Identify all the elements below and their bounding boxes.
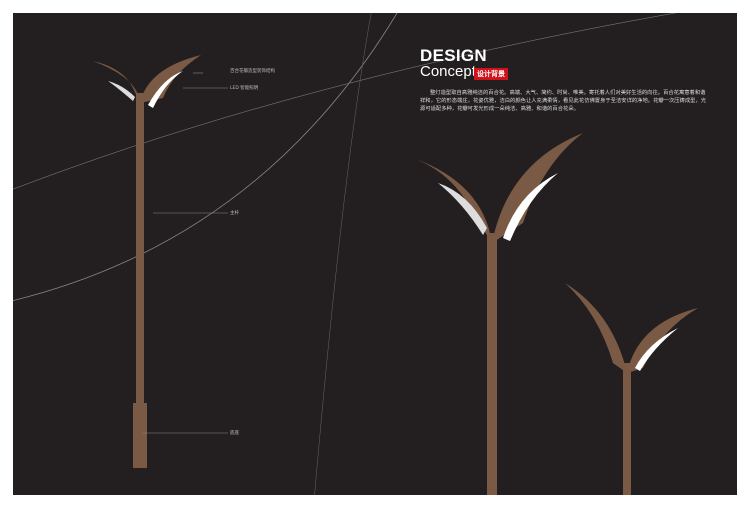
illustration [13,13,698,495]
arc-line [314,13,372,495]
design-title: DESIGN [420,46,487,65]
concept-subtitle: Concept [420,63,476,80]
street-lamp-right-small [565,283,698,495]
annotation-led: LED 智能照明 [230,86,259,91]
street-lamp-left [93,55,228,468]
arc-line [13,13,398,301]
street-lamp-right-large [413,133,583,495]
annotation-pole: 主杆 [230,211,239,216]
design-panel: 百合花瓣造型装饰结构 LED 智能照明 主杆 底座 DESIGN Concept… [13,13,737,495]
annotation-base: 底座 [230,431,239,436]
annotation-petal: 百合花瓣造型装饰结构 [230,69,275,74]
description-paragraph: 整灯造型取自高雅纯洁的百合花。高端、大气、简约、时尚、唯美。寄托着人们对美好生活… [420,90,707,112]
arc-line [13,13,677,190]
design-background-badge: 设计背景 [474,68,508,80]
